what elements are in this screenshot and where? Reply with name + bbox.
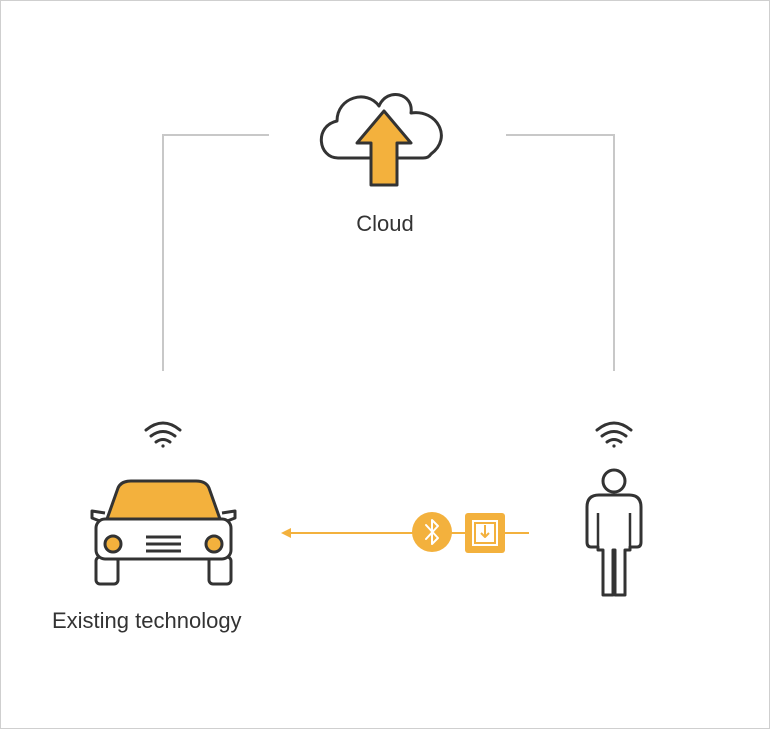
car-icon [90, 479, 237, 586]
car-label: Existing technology [52, 608, 242, 633]
wifi-icon [595, 421, 633, 448]
cloud-car-connector [162, 134, 269, 371]
bluetooth-icon [412, 512, 452, 552]
wifi-icon [144, 421, 182, 448]
cloud-upload-icon [319, 93, 443, 187]
phone-icon [465, 513, 505, 553]
cloud-label: Cloud [356, 211, 414, 236]
person-icon [585, 468, 643, 597]
cloud-person-connector [506, 134, 615, 371]
